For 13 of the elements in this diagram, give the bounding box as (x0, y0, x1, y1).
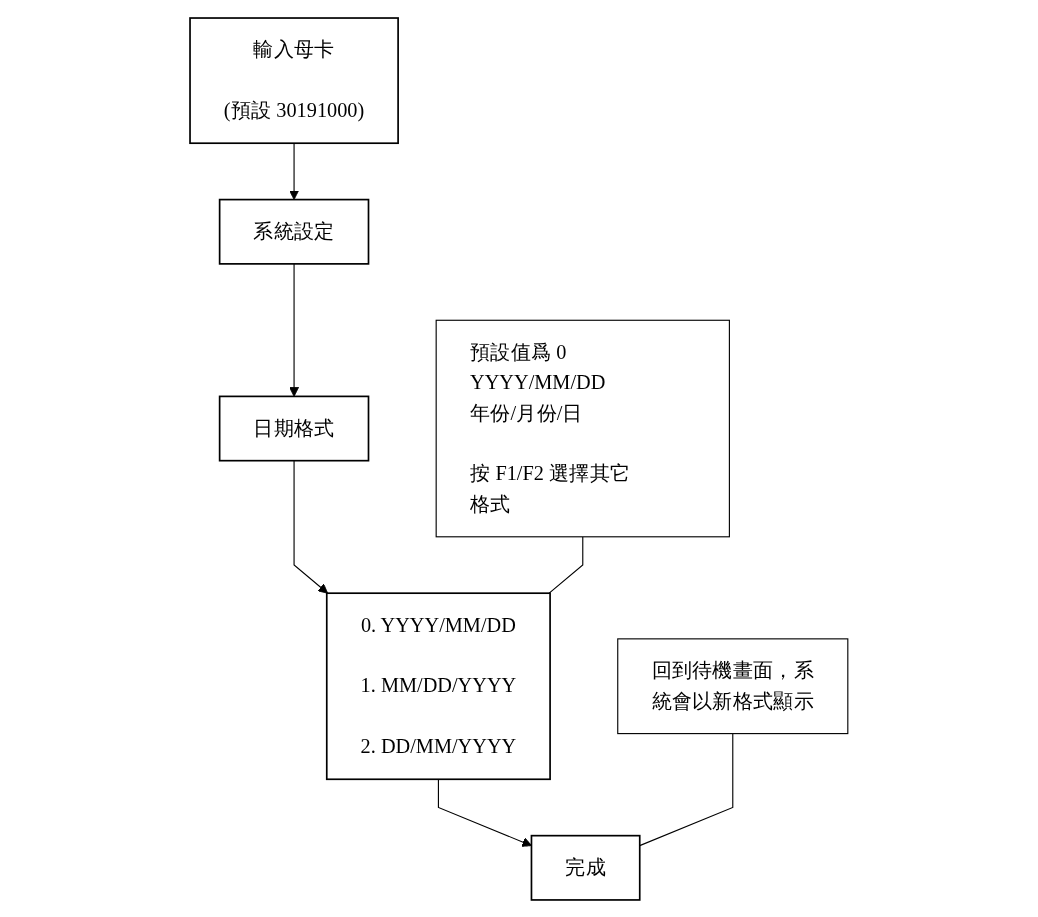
arrow (437, 778, 532, 847)
node-box: 日期格式 (218, 395, 370, 462)
node-box: 預設值爲 0 YYYY/MM/DD 年份/月份/日 按 F1/F2 選擇其它格式 (435, 319, 731, 537)
arrow (289, 142, 300, 200)
arrow (293, 459, 329, 594)
node-box: 0. YYYY/MM/DD 1. MM/DD/YYYY 2. DD/MM/YYYY (326, 591, 551, 780)
connector (548, 535, 584, 594)
node-box: 完成 (530, 834, 641, 901)
node-box: 系統設定 (218, 198, 370, 265)
arrow (289, 262, 300, 397)
node-box: 回到待機畫面，系統會以新格式顯示 (617, 637, 849, 734)
node-box: 輸入母卡 (預設 30191000) (189, 16, 400, 144)
connector (639, 732, 734, 846)
